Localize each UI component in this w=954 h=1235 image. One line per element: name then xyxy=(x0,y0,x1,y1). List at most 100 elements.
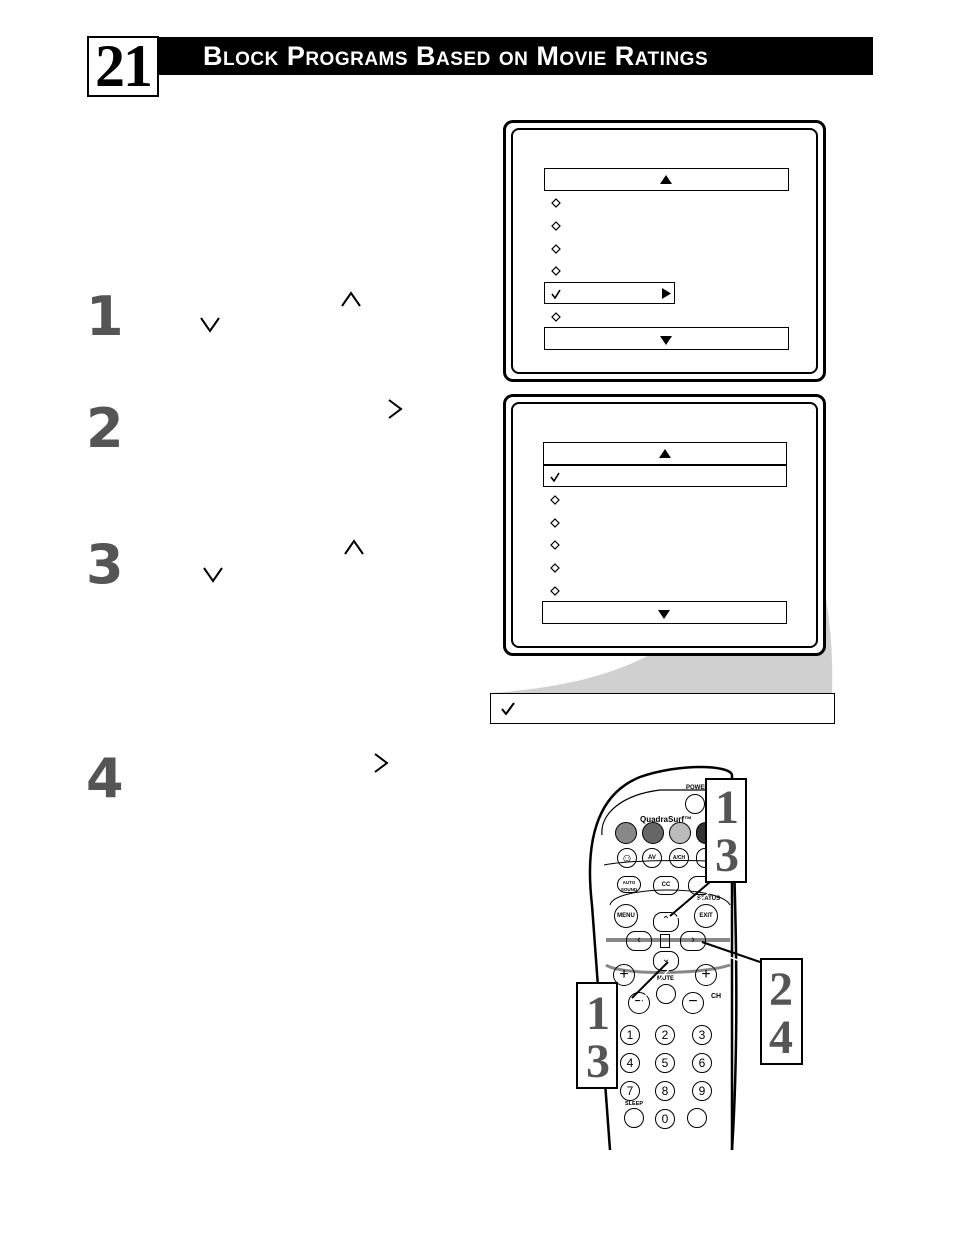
up-arrow-icon xyxy=(344,539,364,555)
diamond-icon xyxy=(551,220,561,231)
exit-button[interactable]: EXIT xyxy=(694,904,718,928)
callout-number: 3 xyxy=(715,829,739,882)
diamond-icon xyxy=(551,312,561,322)
volume-down-button[interactable]: − xyxy=(628,992,650,1014)
step-2-number: 2 xyxy=(86,397,124,460)
menu-item[interactable] xyxy=(550,494,560,507)
tv-screen-1-inner xyxy=(511,128,818,374)
diamond-icon xyxy=(551,243,561,254)
callout-box-top-right: 1 3 xyxy=(705,778,747,883)
diamond-icon xyxy=(550,563,560,574)
check-icon xyxy=(550,472,560,483)
menu-item[interactable] xyxy=(550,517,560,530)
menu-item[interactable] xyxy=(550,562,560,575)
diamond-icon xyxy=(550,517,560,528)
menu-item[interactable] xyxy=(551,311,561,324)
digit-button-4[interactable]: 4 xyxy=(620,1053,640,1073)
digit-button-2[interactable]: 2 xyxy=(655,1025,675,1045)
scroll-down-bar[interactable] xyxy=(544,327,789,350)
cursor-up-button[interactable]: ⌃ xyxy=(653,912,679,932)
status-label: STATUS xyxy=(697,896,721,902)
digit-button-6[interactable]: 6 xyxy=(692,1053,712,1073)
smiley-button[interactable]: ☺ xyxy=(617,848,637,868)
cursor-right-button[interactable]: › xyxy=(680,931,706,951)
digit-button-5[interactable]: 5 xyxy=(655,1053,675,1073)
ch-label: CH xyxy=(711,993,722,1000)
callout-number: 1 xyxy=(586,987,610,1040)
mute-label: MUTE xyxy=(657,976,674,982)
mute-button[interactable] xyxy=(656,984,676,1004)
scroll-up-icon xyxy=(659,449,671,458)
scroll-down-bar[interactable] xyxy=(542,601,787,624)
scroll-up-bar[interactable] xyxy=(544,168,789,191)
sleep-label: SLEEP xyxy=(625,1101,644,1107)
right-arrow-icon xyxy=(388,399,403,419)
diamond-icon xyxy=(550,494,560,505)
digit-button-3[interactable]: 3 xyxy=(692,1025,712,1045)
callout-box-right: 2 4 xyxy=(760,958,803,1065)
step-4-number: 4 xyxy=(86,747,124,810)
channel-up-button[interactable]: + xyxy=(695,964,717,986)
step-3-number: 3 xyxy=(86,533,124,596)
scroll-down-icon xyxy=(660,336,672,345)
sleep-button[interactable] xyxy=(624,1108,644,1128)
volume-up-button[interactable]: + xyxy=(613,964,635,986)
blank-button[interactable] xyxy=(687,1108,707,1128)
quadrasurf-red-button[interactable] xyxy=(615,822,637,844)
digit-button-9[interactable]: 9 xyxy=(692,1081,712,1101)
av-button[interactable]: AV xyxy=(642,848,662,868)
cc-button[interactable]: CC xyxy=(653,876,679,895)
quadrasurf-green-button[interactable] xyxy=(642,822,664,844)
diamond-icon xyxy=(551,266,561,277)
menu-item[interactable] xyxy=(551,220,561,233)
check-icon xyxy=(551,289,561,300)
auto-sound-button[interactable]: AUTO SOUND xyxy=(617,876,641,893)
step-1-number: 1 xyxy=(86,285,124,348)
diamond-icon xyxy=(550,540,560,551)
partial-button[interactable] xyxy=(688,876,709,895)
digit-button-0[interactable]: 0 xyxy=(655,1109,675,1129)
quadrasurf-yellow-button[interactable] xyxy=(669,822,691,844)
down-arrow-icon xyxy=(200,317,220,333)
page-number: 21 xyxy=(87,36,159,97)
ok-button[interactable] xyxy=(660,934,670,948)
legend-bar xyxy=(490,693,835,724)
down-arrow-icon xyxy=(203,567,223,583)
cursor-left-button[interactable]: ‹ xyxy=(626,931,652,951)
tv-screen-2-inner xyxy=(511,402,818,648)
power-button[interactable] xyxy=(685,794,705,814)
scroll-up-icon xyxy=(660,175,672,184)
check-icon xyxy=(501,702,515,715)
callout-number: 1 xyxy=(715,781,739,834)
menu-item[interactable] xyxy=(550,471,560,484)
callout-number: 3 xyxy=(586,1035,610,1088)
menu-item[interactable] xyxy=(551,243,561,256)
digit-button-7[interactable]: 7 xyxy=(620,1081,640,1101)
menu-button[interactable]: MENU xyxy=(614,904,638,928)
digit-button-8[interactable]: 8 xyxy=(655,1081,675,1101)
callout-box-bottom-left: 1 3 xyxy=(576,982,618,1089)
menu-item[interactable] xyxy=(550,585,560,598)
diamond-icon xyxy=(550,586,560,596)
menu-item[interactable] xyxy=(551,197,561,210)
scroll-up-bar[interactable] xyxy=(543,442,787,465)
power-label: POWER xyxy=(686,785,709,791)
channel-down-button[interactable]: − xyxy=(682,992,704,1014)
partial-button[interactable] xyxy=(696,848,709,868)
quadrasurf-label: QuadraSurf™ xyxy=(640,815,693,824)
cursor-down-button[interactable]: ⌄ xyxy=(653,951,679,971)
page-title: Block Programs Based on Movie Ratings xyxy=(157,37,873,75)
scroll-down-icon xyxy=(658,610,670,619)
selected-menu-item[interactable] xyxy=(544,282,675,304)
digit-button-1[interactable]: 1 xyxy=(620,1025,640,1045)
callout-number: 4 xyxy=(769,1011,793,1064)
menu-item[interactable] xyxy=(551,288,561,301)
selected-menu-item[interactable] xyxy=(543,465,787,487)
menu-item[interactable] xyxy=(550,539,560,552)
up-arrow-icon xyxy=(341,291,361,307)
menu-item[interactable] xyxy=(551,265,561,278)
right-arrow-icon xyxy=(374,753,389,773)
diamond-icon xyxy=(551,198,561,208)
ach-button[interactable]: A/CH xyxy=(669,848,689,868)
submenu-arrow-icon xyxy=(662,288,671,299)
